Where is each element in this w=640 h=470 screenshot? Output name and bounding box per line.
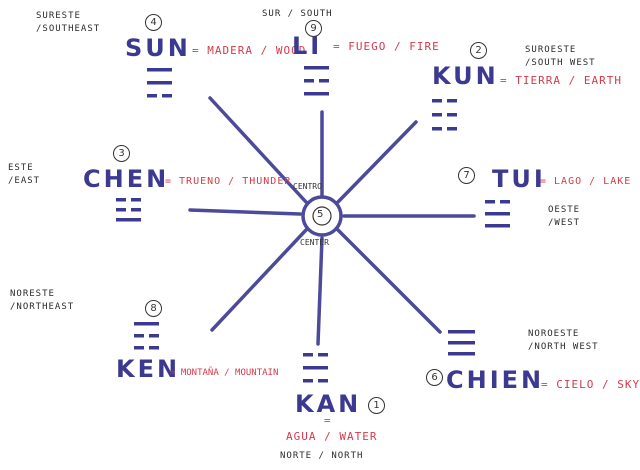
direction-northeast: NORESTE/NORTHEAST [10, 289, 75, 312]
trigram-chen-symbol [116, 198, 141, 222]
trigram-kun-element: = TIERRA / EARTH [500, 74, 622, 87]
trigram-chien-name: CHIEN [446, 366, 545, 394]
direction-east: ESTE/EAST [8, 163, 41, 186]
direction-southwest: SUROESTE/SOUTH WEST [525, 45, 596, 68]
trigram-ken-number: 8 [145, 300, 162, 317]
center-inner-circle [312, 206, 332, 226]
trigram-chien-symbol [448, 330, 475, 356]
trigram-kun-number: 2 [470, 42, 487, 59]
trigram-kan-element-equals: = [324, 414, 332, 427]
trigram-li-symbol [304, 66, 329, 96]
trigram-kan-element: AGUA / WATER [286, 430, 378, 443]
trigram-chien-number: 6 [426, 369, 443, 386]
trigram-bars [116, 66, 510, 383]
direction-northwest: NOROESTE/NORTH WEST [528, 329, 599, 352]
trigram-chien-element: = CIELO / SKY [541, 378, 640, 391]
trigram-sun-symbol [147, 68, 172, 98]
spoke-northeast [336, 120, 418, 204]
trigram-ken-element: = MONTAÑA / MOUNTAIN [170, 368, 279, 378]
spoke-southeast [336, 228, 442, 334]
spoke-northwest [208, 96, 308, 204]
trigram-kan-symbol [303, 353, 328, 383]
trigram-ken-symbol [134, 322, 159, 350]
trigram-tui-symbol [485, 200, 510, 228]
direction-southeast: SURESTE/SOUTHEAST [36, 11, 101, 34]
trigram-li-name: LI [292, 32, 323, 60]
trigram-sun-element: = MADERA / WOOD [192, 44, 307, 57]
center-label-en: CENTER [300, 238, 329, 247]
trigram-kun-name: KUN [432, 62, 499, 90]
trigram-kun-symbol [432, 99, 457, 131]
direction-north: NORTE / NORTH [280, 451, 364, 461]
spoke-west [188, 208, 302, 216]
trigram-li-number: 9 [305, 20, 322, 37]
trigram-sun-name: SUN [125, 34, 191, 62]
trigram-sun-number: 4 [145, 14, 162, 31]
spoke-south [316, 236, 324, 346]
trigram-kan-name: KAN [295, 390, 362, 418]
direction-south: SUR / SOUTH [262, 9, 333, 19]
trigram-tui-number: 7 [458, 167, 475, 184]
trigram-chen-element: = TRUENO / THUNDER [165, 176, 292, 187]
direction-west: OESTE/WEST [548, 205, 581, 228]
trigram-tui-name: TUI [492, 165, 546, 193]
center-label: CENTRO [293, 182, 322, 191]
trigram-chen-number: 3 [113, 145, 130, 162]
trigram-li-element: = FUEGO / FIRE [333, 40, 440, 53]
spoke-southwest [210, 228, 308, 332]
trigram-tui-element: = LAGO / LAKE [540, 176, 632, 187]
trigram-ken-name: KEN [116, 355, 181, 383]
trigram-kan-number: 1 [368, 397, 385, 414]
center-number: 5 [317, 209, 324, 220]
trigram-chen-name: CHEN [83, 165, 170, 193]
